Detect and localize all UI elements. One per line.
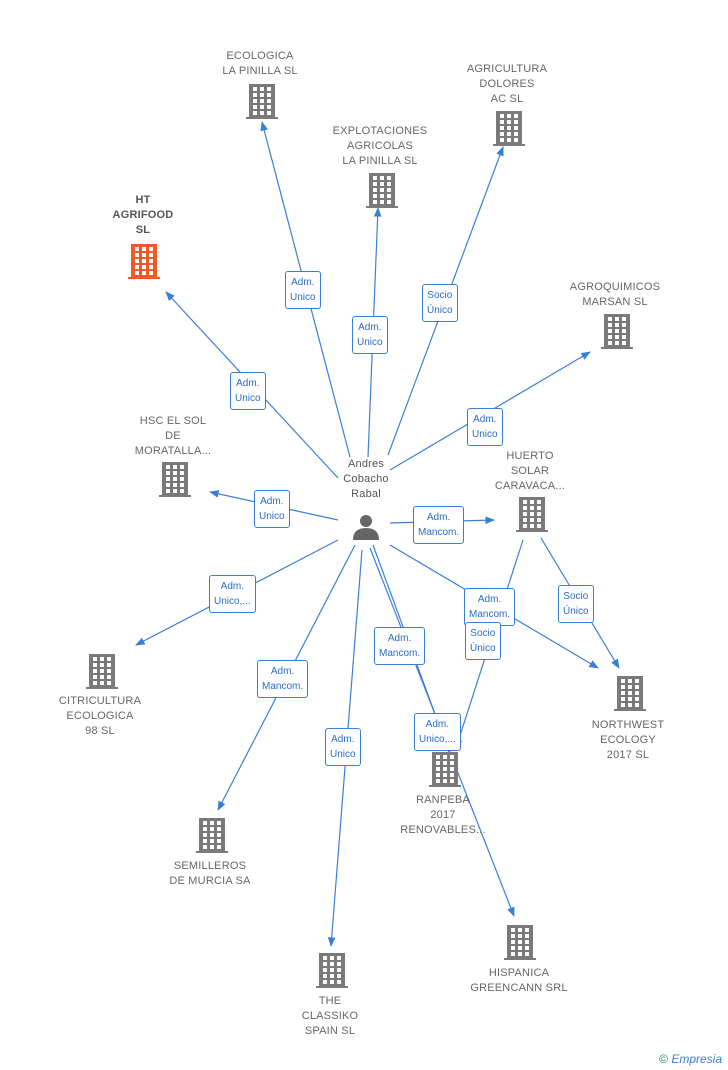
- edge-label-huerto-ranpeba[interactable]: Socio Único: [465, 622, 501, 660]
- node-label-hsc[interactable]: HSC EL SOL DE MORATALLA...: [134, 415, 212, 457]
- copyright-footer: © Empresia: [659, 1052, 722, 1066]
- edge-label-andres-northwest[interactable]: Adm. Mancom.: [464, 588, 516, 626]
- node-label-huerto[interactable]: HUERTO SOLAR CARAVACA...: [494, 450, 566, 492]
- building-icon[interactable]: [86, 654, 118, 689]
- node-label-agroquimicos[interactable]: AGROQUIMICOS MARSAN SL: [569, 281, 661, 308]
- edge-label-andres-hsc[interactable]: Adm. Unico: [254, 490, 290, 528]
- building-icon[interactable]: [601, 314, 633, 349]
- node-label-agricultura[interactable]: AGRICULTURA DOLORES AC SL: [466, 63, 548, 105]
- edge-label-andres-citricultura[interactable]: Adm. Unico,...: [209, 575, 256, 613]
- building-icon[interactable]: [316, 953, 348, 988]
- edge-label-andres-semilleros[interactable]: Adm. Mancom.: [257, 660, 309, 698]
- building-icon[interactable]: [429, 752, 461, 787]
- copyright-icon: ©: [659, 1052, 668, 1066]
- edge-label-andres-explotaciones[interactable]: Adm. Unico: [352, 316, 388, 354]
- building-icon[interactable]: [128, 244, 160, 279]
- edge-label-andres-huerto[interactable]: Adm. Mancom.: [413, 506, 465, 544]
- building-icon[interactable]: [504, 925, 536, 960]
- edge-label-huerto-northwest[interactable]: Socio Único: [558, 585, 594, 623]
- person-icon[interactable]: [348, 509, 384, 545]
- node-label-semilleros[interactable]: SEMILLEROS DE MURCIA SA: [169, 860, 251, 887]
- node-label-northwest[interactable]: NORTHWEST ECOLOGY 2017 SL: [591, 719, 665, 761]
- node-label-classiko[interactable]: THE CLASSIKO SPAIN SL: [301, 995, 359, 1037]
- edge-label-andres-ht[interactable]: Adm. Unico: [230, 372, 266, 410]
- building-icon[interactable]: [493, 111, 525, 146]
- building-icon[interactable]: [516, 497, 548, 532]
- edge-label-andres-hispanica[interactable]: Adm. Unico,...: [414, 713, 461, 751]
- node-label-explotaciones[interactable]: EXPLOTACIONES AGRICOLAS LA PINILLA SL: [332, 125, 428, 167]
- node-label-hispanica[interactable]: HISPANICA GREENCANN SRL: [470, 967, 568, 994]
- node-label-ranpeba[interactable]: RANPEBA 2017 RENOVABLES...: [400, 794, 486, 836]
- node-label-ecologica[interactable]: ECOLOGICA LA PINILLA SL: [222, 50, 298, 77]
- node-label-ht[interactable]: HT AGRIFOOD SL: [112, 194, 174, 236]
- edge-label-andres-agricultura[interactable]: Socio Único: [422, 284, 458, 322]
- building-icon[interactable]: [614, 676, 646, 711]
- node-label-andres[interactable]: Andres Cobacho Rabal: [343, 458, 389, 500]
- edge-label-andres-classiko[interactable]: Adm. Unico: [325, 728, 361, 766]
- brand-logo[interactable]: Empresia: [671, 1052, 722, 1066]
- node-label-citricultura[interactable]: CITRICULTURA ECOLOGICA 98 SL: [58, 695, 142, 737]
- building-icon[interactable]: [366, 173, 398, 208]
- edge-label-andres-ecologica[interactable]: Adm. Unico: [285, 271, 321, 309]
- building-icon[interactable]: [246, 84, 278, 119]
- building-icon[interactable]: [159, 462, 191, 497]
- edge-label-andres-agroquimicos[interactable]: Adm. Unico: [467, 408, 503, 446]
- building-icon[interactable]: [196, 818, 228, 853]
- edge-label-andres-ranpeba[interactable]: Adm. Mancom.: [374, 627, 426, 665]
